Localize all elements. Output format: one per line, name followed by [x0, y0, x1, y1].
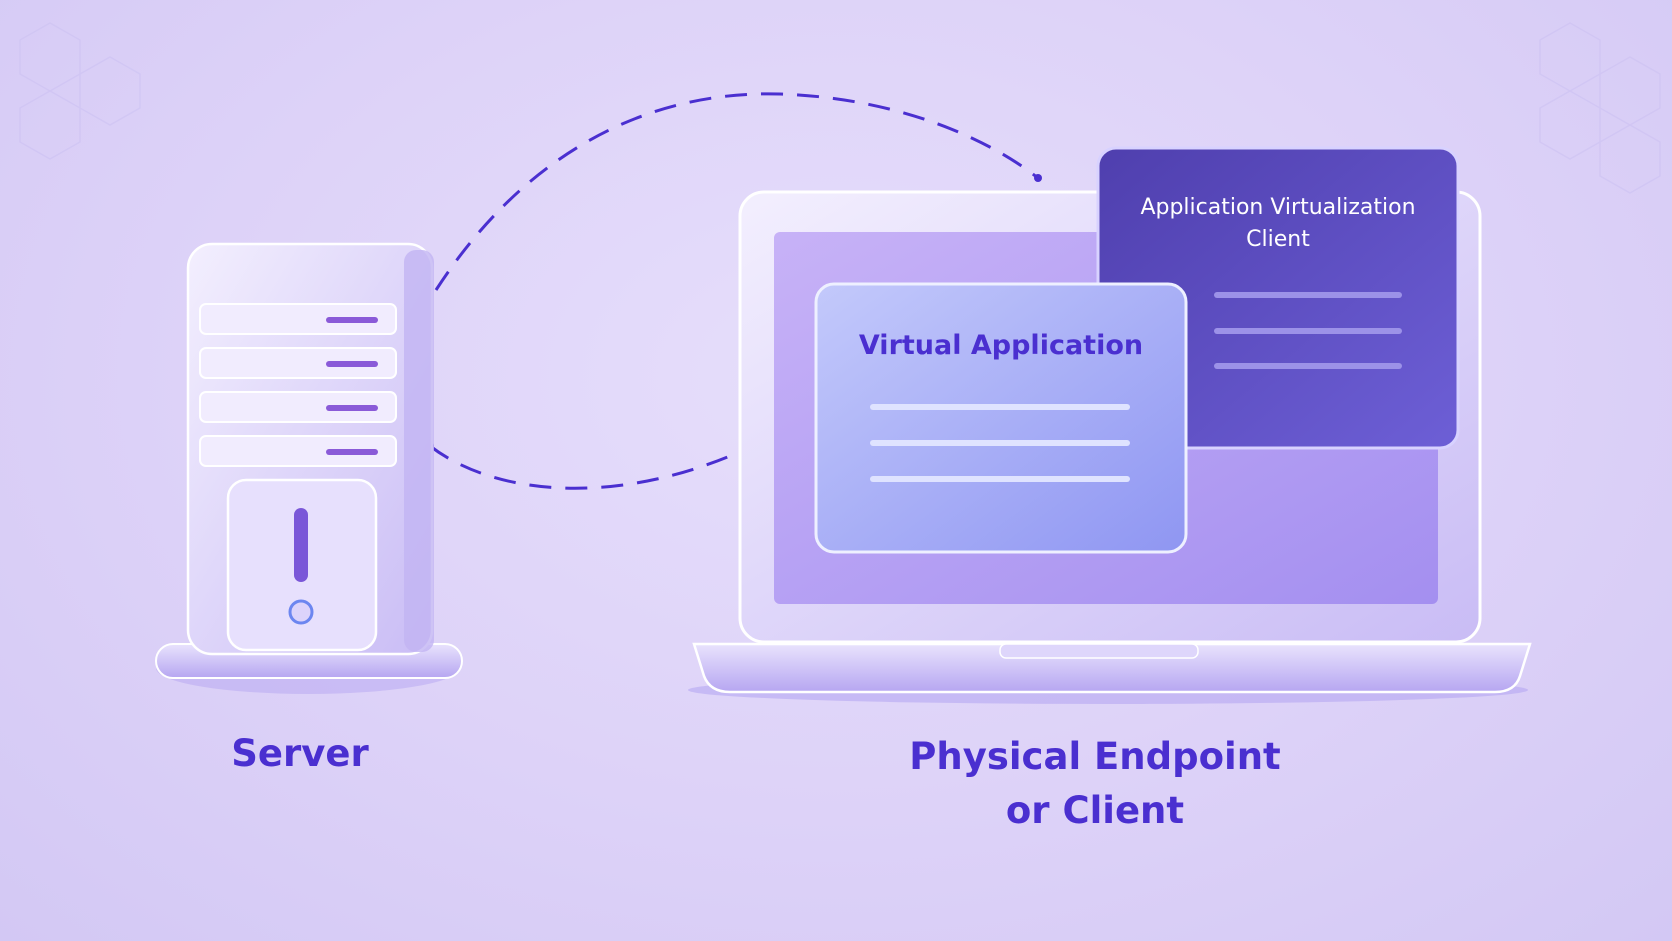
connection-arc — [434, 92, 1039, 291]
virtual-application-window — [814, 282, 1188, 554]
virtualization-client-title: Application Virtualization Client — [1108, 192, 1448, 256]
connection-curve-lower — [429, 428, 785, 490]
server-icon — [155, 242, 463, 694]
connection-dot-client — [1034, 174, 1042, 182]
virtual-application-title: Virtual Application — [858, 330, 1144, 361]
power-button-icon — [288, 599, 314, 625]
endpoint-label: Physical Endpoint or Client — [860, 730, 1330, 838]
virtualization-client-title-line1: Application Virtualization — [1140, 195, 1416, 220]
server-drive-bays — [199, 303, 397, 467]
endpoint-label-line2: or Client — [1005, 789, 1185, 832]
virtualization-client-title-line2: Client — [1246, 227, 1310, 252]
endpoint-label-line1: Physical Endpoint — [909, 735, 1281, 778]
virtualization-client-window — [1096, 146, 1460, 450]
background-hex-pattern — [19, 22, 1661, 194]
server-label: Server — [231, 732, 369, 775]
